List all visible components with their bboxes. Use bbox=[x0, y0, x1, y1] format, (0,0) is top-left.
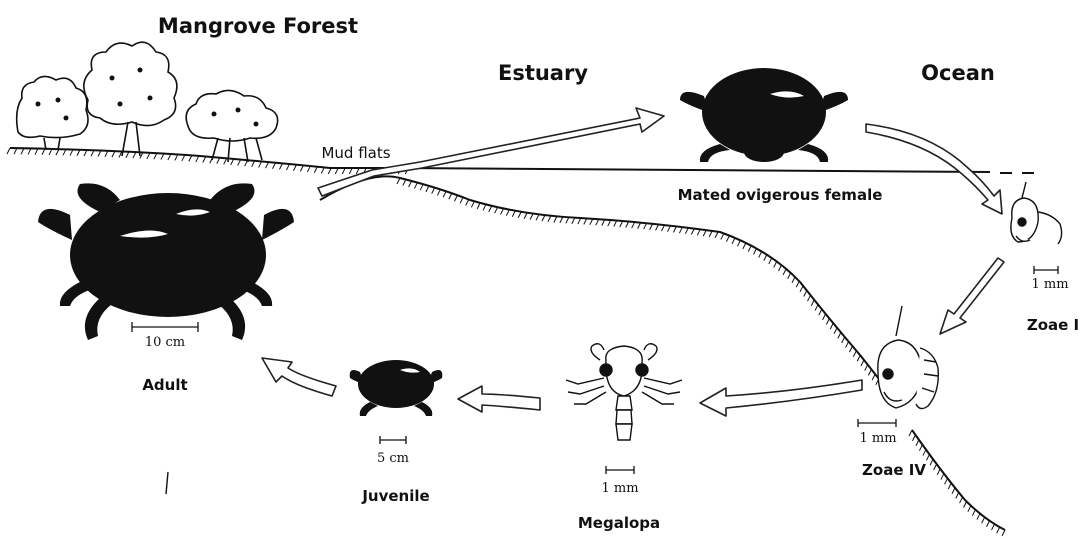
adult-scale-label: 10 cm bbox=[145, 335, 185, 350]
adult-label: Adult bbox=[142, 376, 187, 394]
arrow-megalopa-to-juvenile bbox=[458, 386, 540, 412]
stray-mark bbox=[166, 472, 168, 494]
juvenile-crab-icon bbox=[350, 360, 443, 416]
megalopa-scale-bar bbox=[606, 466, 634, 474]
megalopa-larva-icon bbox=[566, 344, 682, 440]
female-label: Mated ovigerous female bbox=[678, 186, 883, 204]
arrow-juvenile-to-adult bbox=[262, 358, 336, 396]
female-crab-icon bbox=[680, 68, 848, 162]
zoea1-larva-icon bbox=[1011, 182, 1062, 244]
megalopa-label: Megalopa bbox=[578, 514, 660, 532]
zone-label-mudflats: Mud flats bbox=[321, 144, 390, 162]
adult-crab-icon bbox=[38, 183, 294, 340]
juvenile-label: Juvenile bbox=[361, 487, 429, 505]
zoea1-scale-bar bbox=[1034, 266, 1058, 274]
arrow-zoea4-to-megalopa bbox=[700, 380, 862, 416]
zoea4-larva-icon bbox=[878, 306, 938, 409]
adult-scale-bar bbox=[132, 322, 198, 332]
arrow-female-to-zoea1 bbox=[866, 124, 1002, 214]
zone-label-ocean: Ocean bbox=[921, 61, 995, 85]
juvenile-scale-bar bbox=[380, 436, 406, 444]
zoea1-scale-label: 1 mm bbox=[1031, 277, 1068, 292]
arrow-zoea1-to-zoea4 bbox=[940, 258, 1004, 334]
mangrove-trees-icon bbox=[17, 42, 278, 162]
zone-label-mangrove: Mangrove Forest bbox=[158, 14, 358, 38]
zoea4-scale-label: 1 mm bbox=[859, 431, 896, 446]
megalopa-scale-label: 1 mm bbox=[601, 481, 638, 496]
juvenile-scale-label: 5 cm bbox=[377, 451, 409, 466]
zoea4-scale-bar bbox=[858, 419, 896, 427]
zone-label-estuary: Estuary bbox=[498, 61, 588, 85]
zoea4-label: Zoae IV bbox=[862, 461, 926, 479]
zoea1-label: Zoae I bbox=[1027, 316, 1079, 334]
water-surface-line bbox=[400, 168, 1034, 173]
